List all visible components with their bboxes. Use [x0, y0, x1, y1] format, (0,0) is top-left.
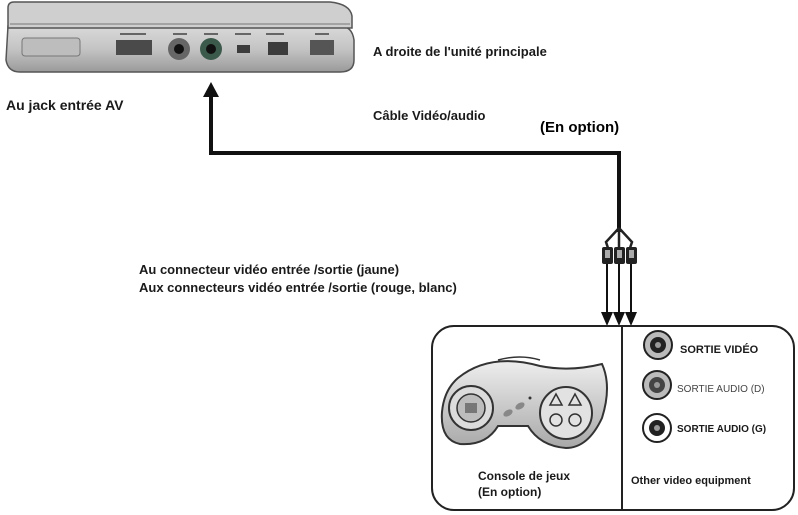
audio-out-right-label: SORTIE AUDIO (D): [677, 384, 765, 395]
red-white-connector-label: Aux connecteurs vidéo entrée /sortie (ro…: [139, 280, 457, 295]
rca-jack-icon: [643, 330, 673, 360]
cable-label: Câble Vidéo/audio: [373, 108, 486, 123]
arrow-down-icon: [613, 312, 625, 326]
game-console-optional-label: (En option): [478, 485, 542, 499]
arrow-up-icon: [203, 82, 219, 97]
yellow-connector-label: Au connecteur vidéo entrée /sortie (jaun…: [139, 262, 400, 277]
gamepad-icon: [440, 356, 608, 450]
rca-jack-icon: [642, 370, 672, 400]
rca-plug-icon: [601, 227, 637, 326]
port-panel: [116, 33, 334, 60]
dvd-player-icon: [5, 1, 355, 73]
cable-optional-label: (En option): [540, 119, 620, 136]
arrow-down-icon: [601, 312, 613, 326]
main-unit-side-label: A droite de l'unité principale: [373, 44, 547, 59]
video-out-label: SORTIE VIDÉO: [680, 344, 759, 356]
av-jack-label: Au jack entrée AV: [6, 97, 124, 113]
audio-out-left-label: SORTIE AUDIO (G): [677, 424, 767, 435]
other-equipment-label: Other video equipment: [631, 475, 751, 487]
arrow-down-icon: [625, 312, 637, 326]
rca-jack-icon: [642, 413, 672, 443]
game-console-label: Console de jeux: [478, 469, 571, 483]
av-cable: [203, 82, 621, 232]
